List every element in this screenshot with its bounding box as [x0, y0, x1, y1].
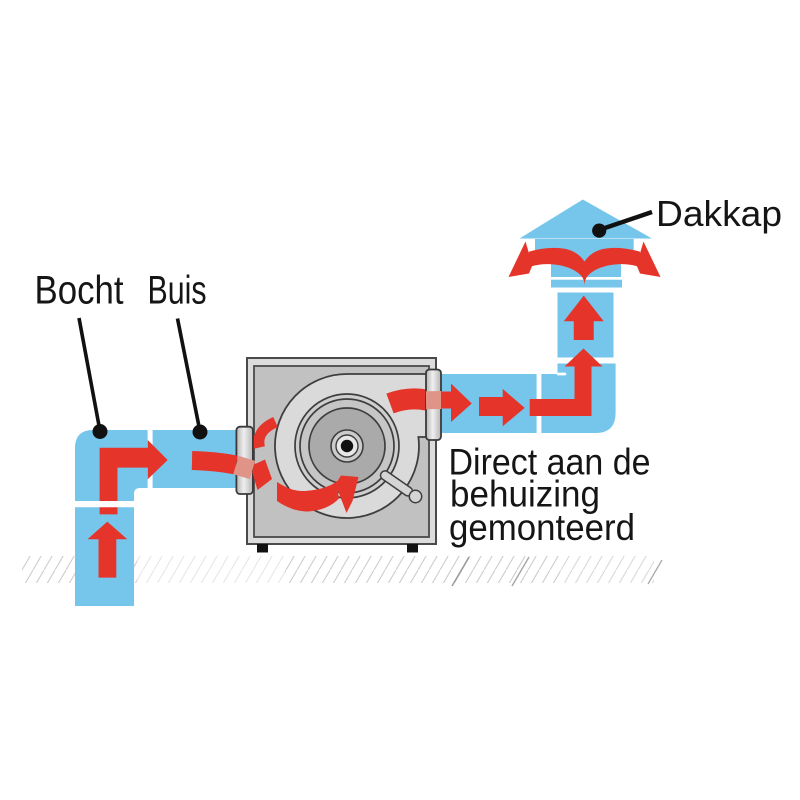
svg-text:gemonteerd: gemonteerd	[449, 507, 635, 548]
svg-text:Dakkap: Dakkap	[656, 193, 782, 234]
svg-text:behuizing: behuizing	[450, 474, 600, 515]
svg-text:Direct aan de: Direct aan de	[449, 441, 651, 482]
svg-text:Bocht: Bocht	[35, 268, 124, 312]
svg-text:Buis: Buis	[148, 268, 207, 312]
